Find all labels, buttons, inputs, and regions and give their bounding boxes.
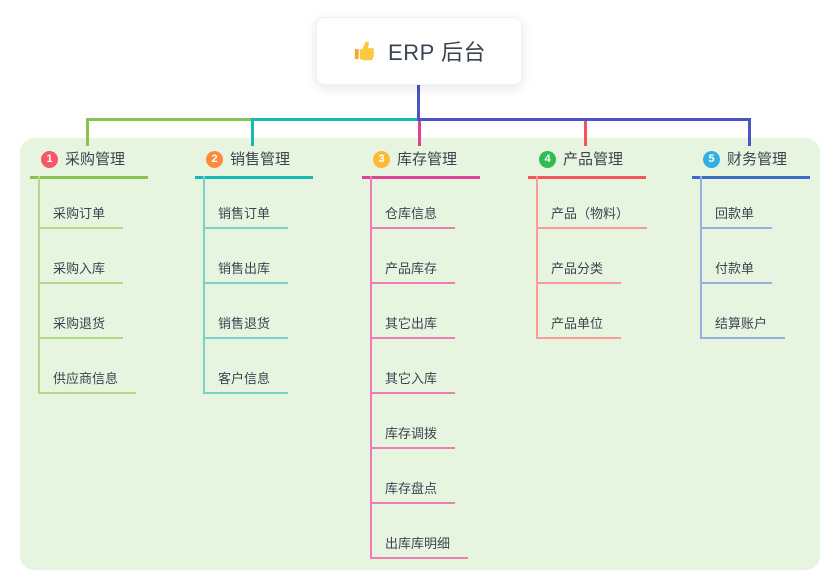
branch-number-badge: 5 (703, 150, 720, 168)
child-underline (38, 282, 123, 284)
branch-label: 销售管理 (230, 150, 291, 168)
branch-drop-connector (748, 120, 751, 146)
child-underline (536, 227, 647, 229)
child-underline (203, 337, 288, 339)
child-node[interactable]: 采购入库 (53, 261, 106, 276)
child-vertical-connector (700, 176, 702, 339)
branch-number-badge: 3 (373, 150, 390, 168)
branch-underline (195, 176, 313, 179)
root-node-label: ERP 后台 (388, 40, 486, 65)
branch-drop-connector (86, 120, 89, 146)
child-node[interactable]: 产品（物料） (551, 206, 630, 221)
branch-underline (528, 176, 646, 179)
child-underline (203, 392, 288, 394)
child-node[interactable]: 回款单 (715, 206, 755, 221)
branch-drop-connector (251, 120, 254, 146)
child-node[interactable]: 产品单位 (551, 316, 604, 331)
child-node[interactable]: 出库库明细 (385, 536, 451, 551)
child-underline (370, 557, 468, 559)
bus-segment-left (86, 118, 251, 121)
child-underline (370, 392, 455, 394)
child-node[interactable]: 销售出库 (218, 261, 271, 276)
branch-number-badge: 1 (41, 150, 58, 168)
child-node[interactable]: 结算账户 (715, 316, 768, 331)
child-node[interactable]: 付款单 (715, 261, 755, 276)
child-node[interactable]: 库存调拨 (385, 426, 438, 441)
child-node[interactable]: 销售订单 (218, 206, 271, 221)
child-underline (370, 282, 455, 284)
child-underline (38, 227, 123, 229)
child-node[interactable]: 产品分类 (551, 261, 604, 276)
child-underline (370, 227, 455, 229)
child-underline (370, 337, 455, 339)
child-vertical-connector (38, 176, 40, 394)
bus-segment-middle (251, 118, 421, 121)
branch-number-badge: 2 (206, 150, 223, 168)
branch-node-3[interactable]: 3 库存管理 (373, 149, 457, 169)
child-node[interactable]: 仓库信息 (385, 206, 438, 221)
child-node[interactable]: 其它入库 (385, 371, 438, 386)
branch-node-2[interactable]: 2 销售管理 (206, 149, 290, 169)
child-underline (370, 447, 455, 449)
child-node[interactable]: 采购订单 (53, 206, 106, 221)
child-node[interactable]: 销售退货 (218, 316, 271, 331)
child-underline (203, 282, 288, 284)
child-node[interactable]: 客户信息 (218, 371, 271, 386)
child-node[interactable]: 采购退货 (53, 316, 106, 331)
child-node[interactable]: 产品库存 (385, 261, 438, 276)
child-vertical-connector (370, 176, 372, 559)
branches-panel (20, 138, 820, 570)
child-underline (203, 227, 288, 229)
child-underline (370, 502, 455, 504)
child-underline (536, 337, 621, 339)
branch-drop-connector (418, 120, 421, 146)
branch-underline (30, 176, 148, 179)
child-node[interactable]: 其它出库 (385, 316, 438, 331)
child-node[interactable]: 供应商信息 (53, 371, 119, 386)
branch-drop-connector (584, 120, 587, 146)
child-vertical-connector (536, 176, 538, 339)
child-underline (38, 392, 136, 394)
child-underline (38, 337, 123, 339)
child-underline (536, 282, 621, 284)
branch-label: 财务管理 (727, 150, 788, 168)
branch-label: 产品管理 (563, 150, 624, 168)
child-underline (700, 282, 772, 284)
branch-label: 库存管理 (397, 150, 458, 168)
branch-node-1[interactable]: 1 采购管理 (41, 149, 125, 169)
branch-number-badge: 4 (539, 150, 556, 168)
branch-node-5[interactable]: 5 财务管理 (703, 149, 787, 169)
root-trunk-connector (417, 85, 420, 121)
child-underline (700, 337, 785, 339)
branch-underline (362, 176, 480, 179)
branch-label: 采购管理 (65, 150, 126, 168)
child-underline (700, 227, 772, 229)
branch-node-4[interactable]: 4 产品管理 (539, 149, 623, 169)
branch-underline (692, 176, 810, 179)
child-vertical-connector (203, 176, 205, 394)
child-node[interactable]: 库存盘点 (385, 481, 438, 496)
bus-segment-right (418, 118, 751, 121)
thumbs-up-icon (352, 38, 378, 64)
root-node-erp[interactable]: ERP 后台 (316, 17, 522, 85)
